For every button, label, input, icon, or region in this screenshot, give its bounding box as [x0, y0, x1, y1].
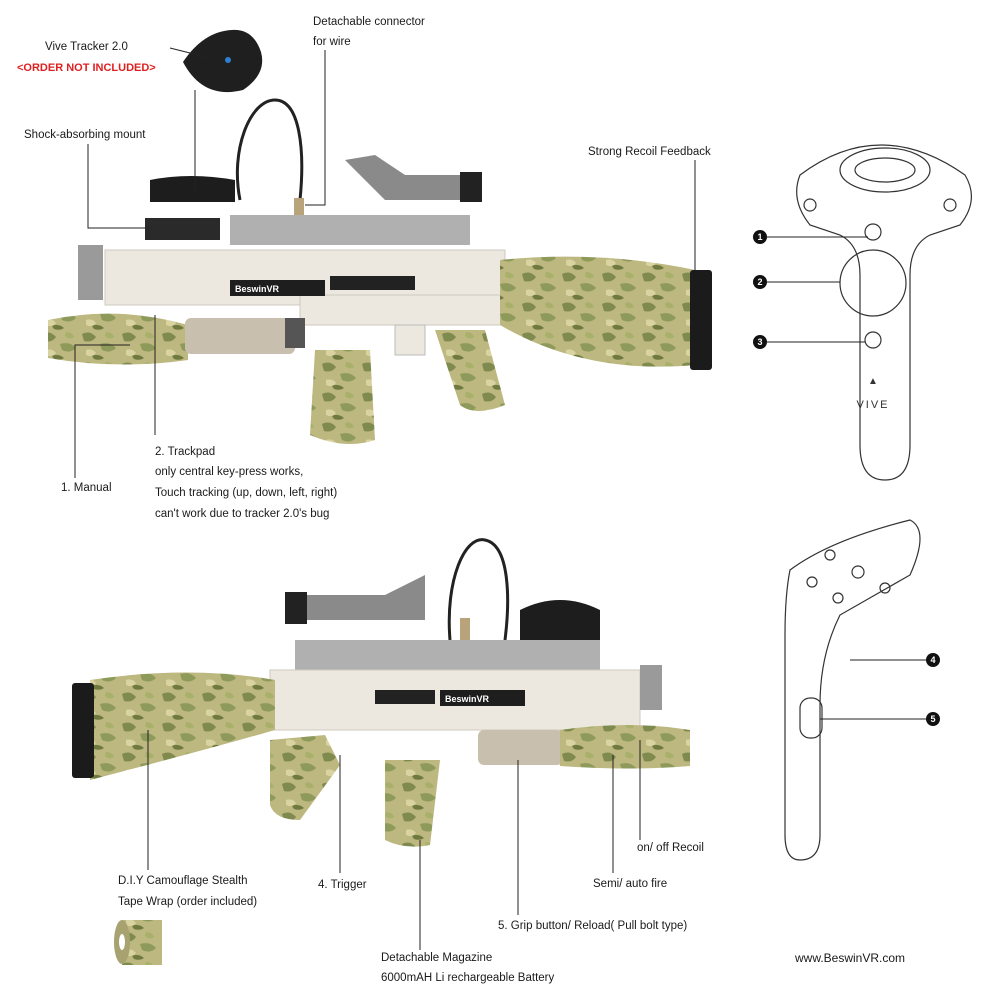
- top-rifle-illustration: BeswinVR: [48, 29, 712, 444]
- recoil-feedback-label: Strong Recoil Feedback: [588, 146, 711, 158]
- svg-text:1: 1: [757, 232, 762, 242]
- connector-label-line2: for wire: [313, 36, 351, 48]
- trackpad-label-line3: Touch tracking (up, down, left, right): [155, 487, 338, 499]
- svg-text:VIVE: VIVE: [856, 399, 889, 411]
- bottom-rifle-illustration: BeswinVR: [72, 538, 690, 847]
- website-link[interactable]: www.BeswinVR.com: [795, 951, 906, 965]
- controller-callout-5: 5: [926, 712, 940, 726]
- trigger-label: 4. Trigger: [318, 879, 367, 891]
- vive-tracker-icon: [183, 29, 263, 93]
- scope-icon: [345, 155, 475, 200]
- trackpad-label-line2: only central key-press works,: [155, 466, 304, 478]
- manual-label: 1. Manual: [61, 482, 112, 494]
- gun-logo-bottom: BeswinVR: [445, 694, 490, 704]
- tracker-not-included-note: <ORDER NOT INCLUDED>: [17, 62, 156, 74]
- vive-controller-side: [784, 519, 921, 861]
- grip-label: 5. Grip button/ Reload( Pull bolt type): [498, 920, 688, 932]
- camo-label-line2: Tape Wrap (order included): [118, 896, 258, 908]
- camo-label-line1: D.I.Y Camouflage Stealth: [118, 875, 248, 887]
- controller-callout-3: 3: [753, 335, 767, 349]
- recoil-toggle-label: on/ off Recoil: [637, 842, 704, 854]
- svg-text:4: 4: [930, 655, 935, 665]
- trackpad-label-line4: can't work due to tracker 2.0's bug: [155, 508, 330, 520]
- connector-label-line1: Detachable connector: [313, 16, 425, 28]
- camo-tape-roll-icon: [114, 920, 162, 965]
- controller-callout-4: 4: [926, 653, 940, 667]
- gun-logo-top: BeswinVR: [235, 284, 280, 294]
- magazine-label-line2: 6000mAH Li rechargeable Battery: [381, 972, 555, 984]
- svg-text:5: 5: [930, 714, 935, 724]
- controller-callout-1: 1: [753, 230, 767, 244]
- vive-controller-front: [796, 144, 972, 481]
- semi-auto-label: Semi/ auto fire: [593, 878, 668, 890]
- svg-text:2: 2: [757, 277, 762, 287]
- controller-logo: ▲: [868, 376, 878, 387]
- shock-mount-icon: [150, 176, 235, 202]
- controller-callout-2: 2: [753, 275, 767, 289]
- svg-text:3: 3: [757, 337, 762, 347]
- tracker-title: Vive Tracker 2.0: [45, 41, 128, 53]
- trackpad-label-line1: 2. Trackpad: [155, 446, 216, 458]
- leader-lines: [74, 47, 926, 950]
- magazine-label-line1: Detachable Magazine: [381, 952, 493, 964]
- mount-label: Shock-absorbing mount: [24, 129, 146, 141]
